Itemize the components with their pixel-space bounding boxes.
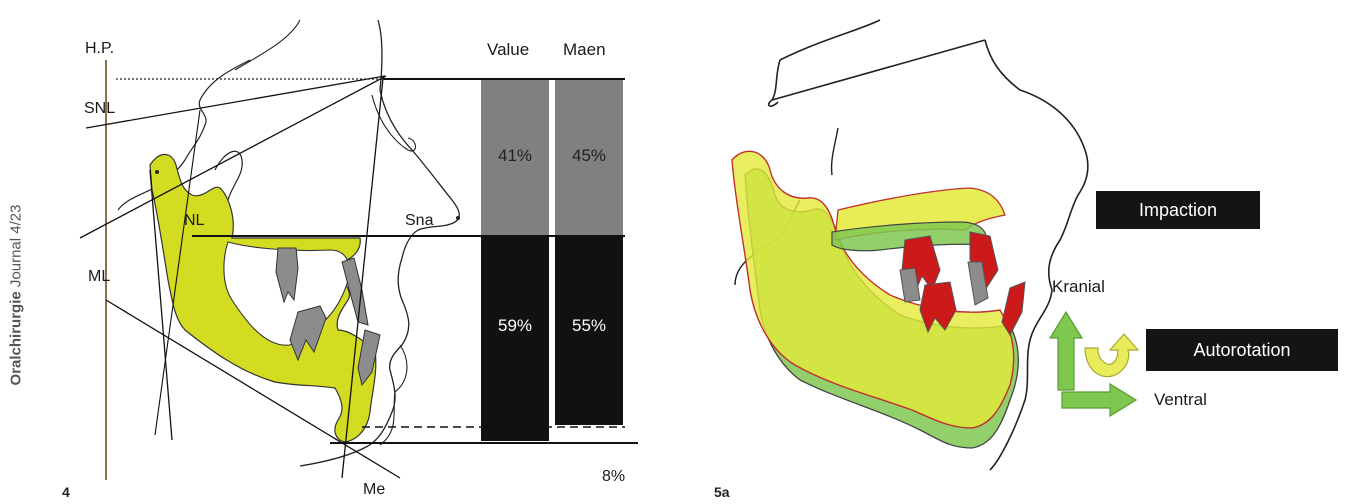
mean-column-header: Maen — [563, 40, 606, 59]
label-sna: Sna — [405, 212, 434, 229]
label-snl: SNL — [84, 100, 116, 117]
kranial-label: Kranial — [1052, 277, 1105, 296]
figure-4-number: 4 — [62, 484, 70, 500]
mean-lower-label: 55% — [571, 316, 607, 335]
autorotation-label: Autorotation — [1193, 339, 1291, 360]
value-lower-label: 59% — [497, 316, 533, 335]
value-column-header: Value — [487, 40, 530, 59]
figure-5a-number: 5a — [714, 484, 730, 500]
label-ml: ML — [88, 268, 111, 285]
figure-4-cephalometric-drawing — [79, 19, 638, 480]
autorotation-tag: Autorotation — [1146, 329, 1338, 371]
impaction-label: Impaction — [1138, 199, 1218, 220]
impaction-tag: Impaction — [1096, 191, 1260, 229]
label-nl: NL — [184, 212, 205, 229]
value-lower-bar — [481, 237, 549, 441]
footnote-percent: 8% — [602, 468, 626, 485]
ventral-label: Ventral — [1154, 390, 1207, 409]
mean-upper-bar — [555, 80, 623, 235]
value-upper-bar — [481, 80, 549, 235]
mean-upper-label: 45% — [571, 146, 607, 165]
value-upper-label: 41% — [497, 146, 533, 165]
label-me: Me — [363, 481, 386, 498]
label-hp: H.P. — [85, 40, 115, 57]
mean-lower-bar — [555, 237, 623, 425]
